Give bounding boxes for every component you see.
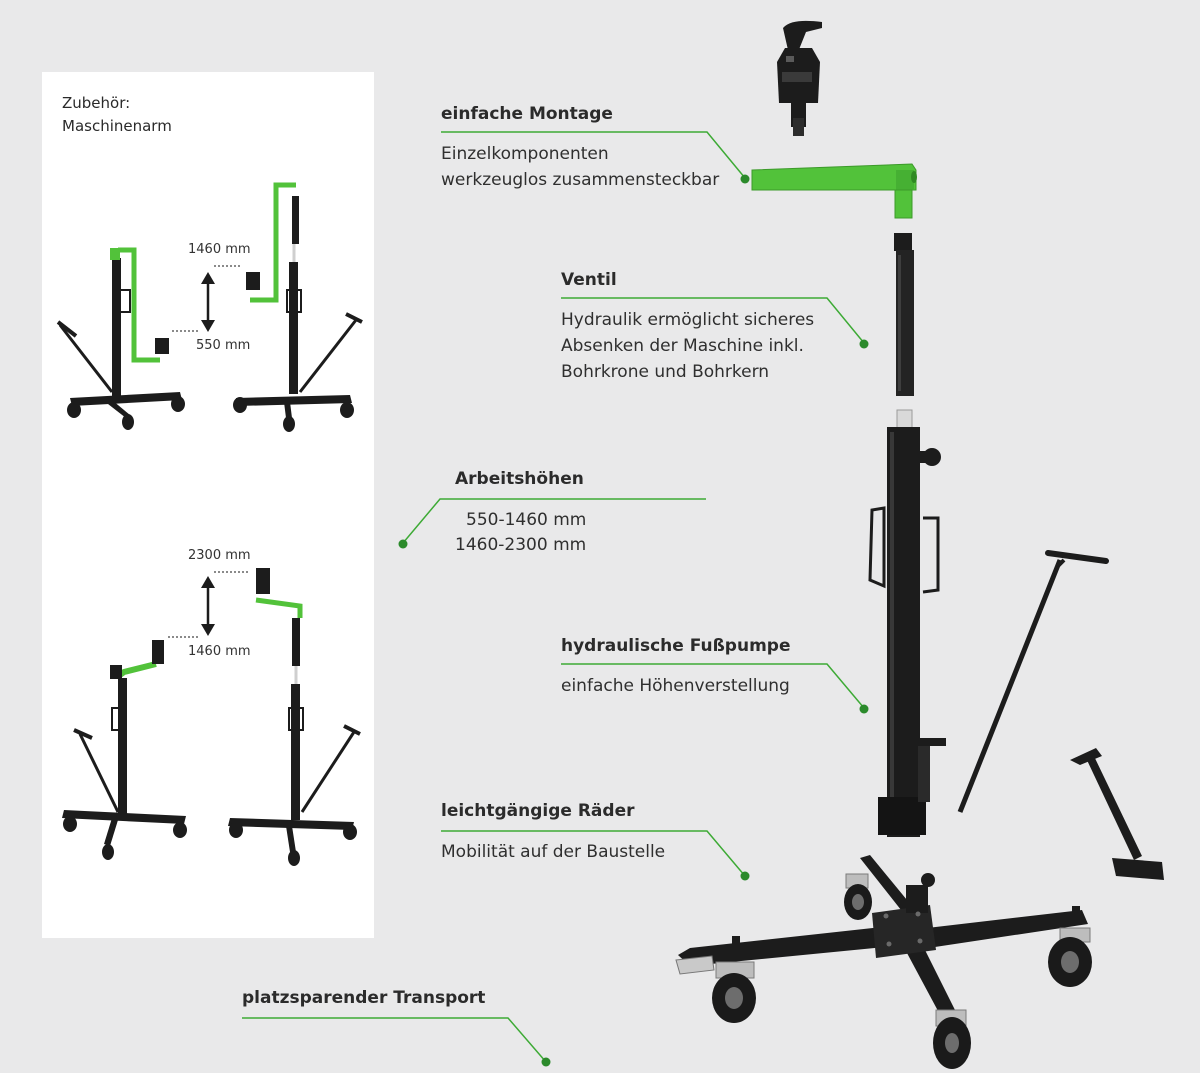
callout-text-arbeitshoehen-1: 550-1460 mm [466, 510, 587, 530]
accessory-caption-line2: Maschinenarm [62, 117, 172, 135]
inner-tube [894, 233, 914, 396]
callout-line: Bohrkrone und Bohrkern [561, 362, 770, 382]
callout-text-montage: Einzelkomponenten werkzeuglos zusammenst… [441, 141, 719, 193]
thumb-stand-tall [228, 568, 361, 866]
callout-title-ventil: Ventil [561, 270, 617, 290]
accessory-caption-line1: Zubehör: [62, 94, 131, 112]
accessory-caption: Zubehör: Maschinenarm [62, 92, 172, 138]
wheel-icon [712, 873, 1092, 1069]
leader-line-montage [441, 131, 746, 179]
leader-line-raeder [441, 830, 746, 877]
leader-line-transport [242, 1017, 547, 1063]
dim-label-bottom-upper: 2300 mm [188, 548, 251, 563]
callout-title-montage: einfache Montage [441, 104, 613, 124]
leader-lines [242, 131, 865, 1063]
double-arrow-icon [168, 571, 248, 638]
stand-base [675, 855, 1088, 1024]
leader-dot [740, 174, 750, 184]
leader-line-arbeitshoehen [402, 498, 706, 544]
thumb-stand-low-arm [56, 247, 185, 430]
thumb-stand-short [62, 640, 187, 860]
callout-title-fusspumpe: hydraulische Fußpumpe [561, 636, 791, 656]
foot-pedal-icon [1070, 748, 1164, 880]
leader-dots [398, 174, 869, 1067]
callout-text-ventil: Hydraulik ermöglicht sicheres Absenken d… [561, 307, 814, 385]
leader-dot [859, 339, 869, 349]
callout-title-transport: platzsparender Transport [242, 988, 486, 1008]
callout-line: Einzelkomponenten [441, 144, 609, 164]
dim-label-top-lower: 550 mm [196, 338, 251, 353]
double-arrow-icon [172, 265, 242, 332]
callout-title-arbeitshoehen: Arbeitshöhen [455, 469, 584, 489]
green-arm [751, 163, 917, 219]
leader-dot [541, 1057, 551, 1067]
callout-line: werkzeuglos zusammensteckbar [441, 170, 720, 190]
callout-line: Hydraulik ermöglicht sicheres [561, 310, 815, 330]
leader-dot [740, 871, 750, 881]
callout-text-fusspumpe: einfache Höhenverstellung [561, 676, 790, 696]
thumb-stand-high-arm [233, 182, 363, 432]
dim-label-top-upper: 1460 mm [188, 242, 251, 257]
accessory-panel [42, 72, 374, 938]
callout-text-arbeitshoehen-2: 1460-2300 mm [455, 535, 587, 555]
clamp-handle-icon [777, 20, 822, 136]
leader-line-fusspumpe [561, 663, 865, 709]
leader-dot [859, 704, 869, 714]
leader-dot [398, 539, 408, 549]
t-handle-icon [957, 550, 1109, 813]
main-column [868, 409, 946, 837]
callout-title-raeder: leichtgängige Räder [441, 801, 635, 821]
callout-line: Absenken der Maschine inkl. [561, 336, 804, 356]
leader-line-ventil [561, 297, 865, 344]
dim-label-bottom-lower: 1460 mm [188, 644, 251, 659]
callout-text-raeder: Mobilität auf der Baustelle [441, 842, 666, 862]
